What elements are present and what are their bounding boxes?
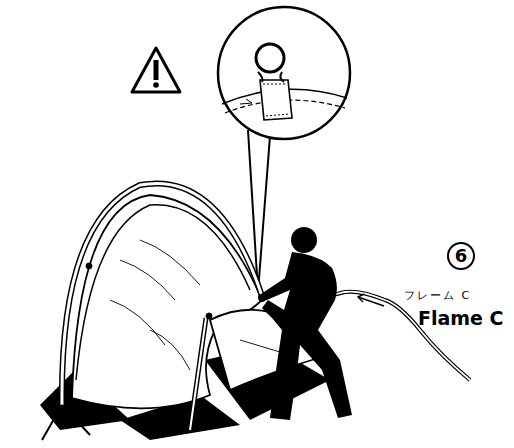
tent-poles bbox=[42, 183, 470, 440]
person-silhouette bbox=[258, 227, 352, 420]
circle-outline bbox=[448, 243, 474, 269]
warning-symbol bbox=[132, 48, 180, 92]
step-circle: 6 bbox=[447, 242, 475, 270]
callout-number: 6 bbox=[455, 247, 468, 265]
pointer-arrow bbox=[358, 294, 384, 306]
part-label: Flame C bbox=[418, 309, 504, 328]
part-label-ja: フレーム C bbox=[404, 290, 471, 301]
detail-callout bbox=[218, 7, 350, 292]
